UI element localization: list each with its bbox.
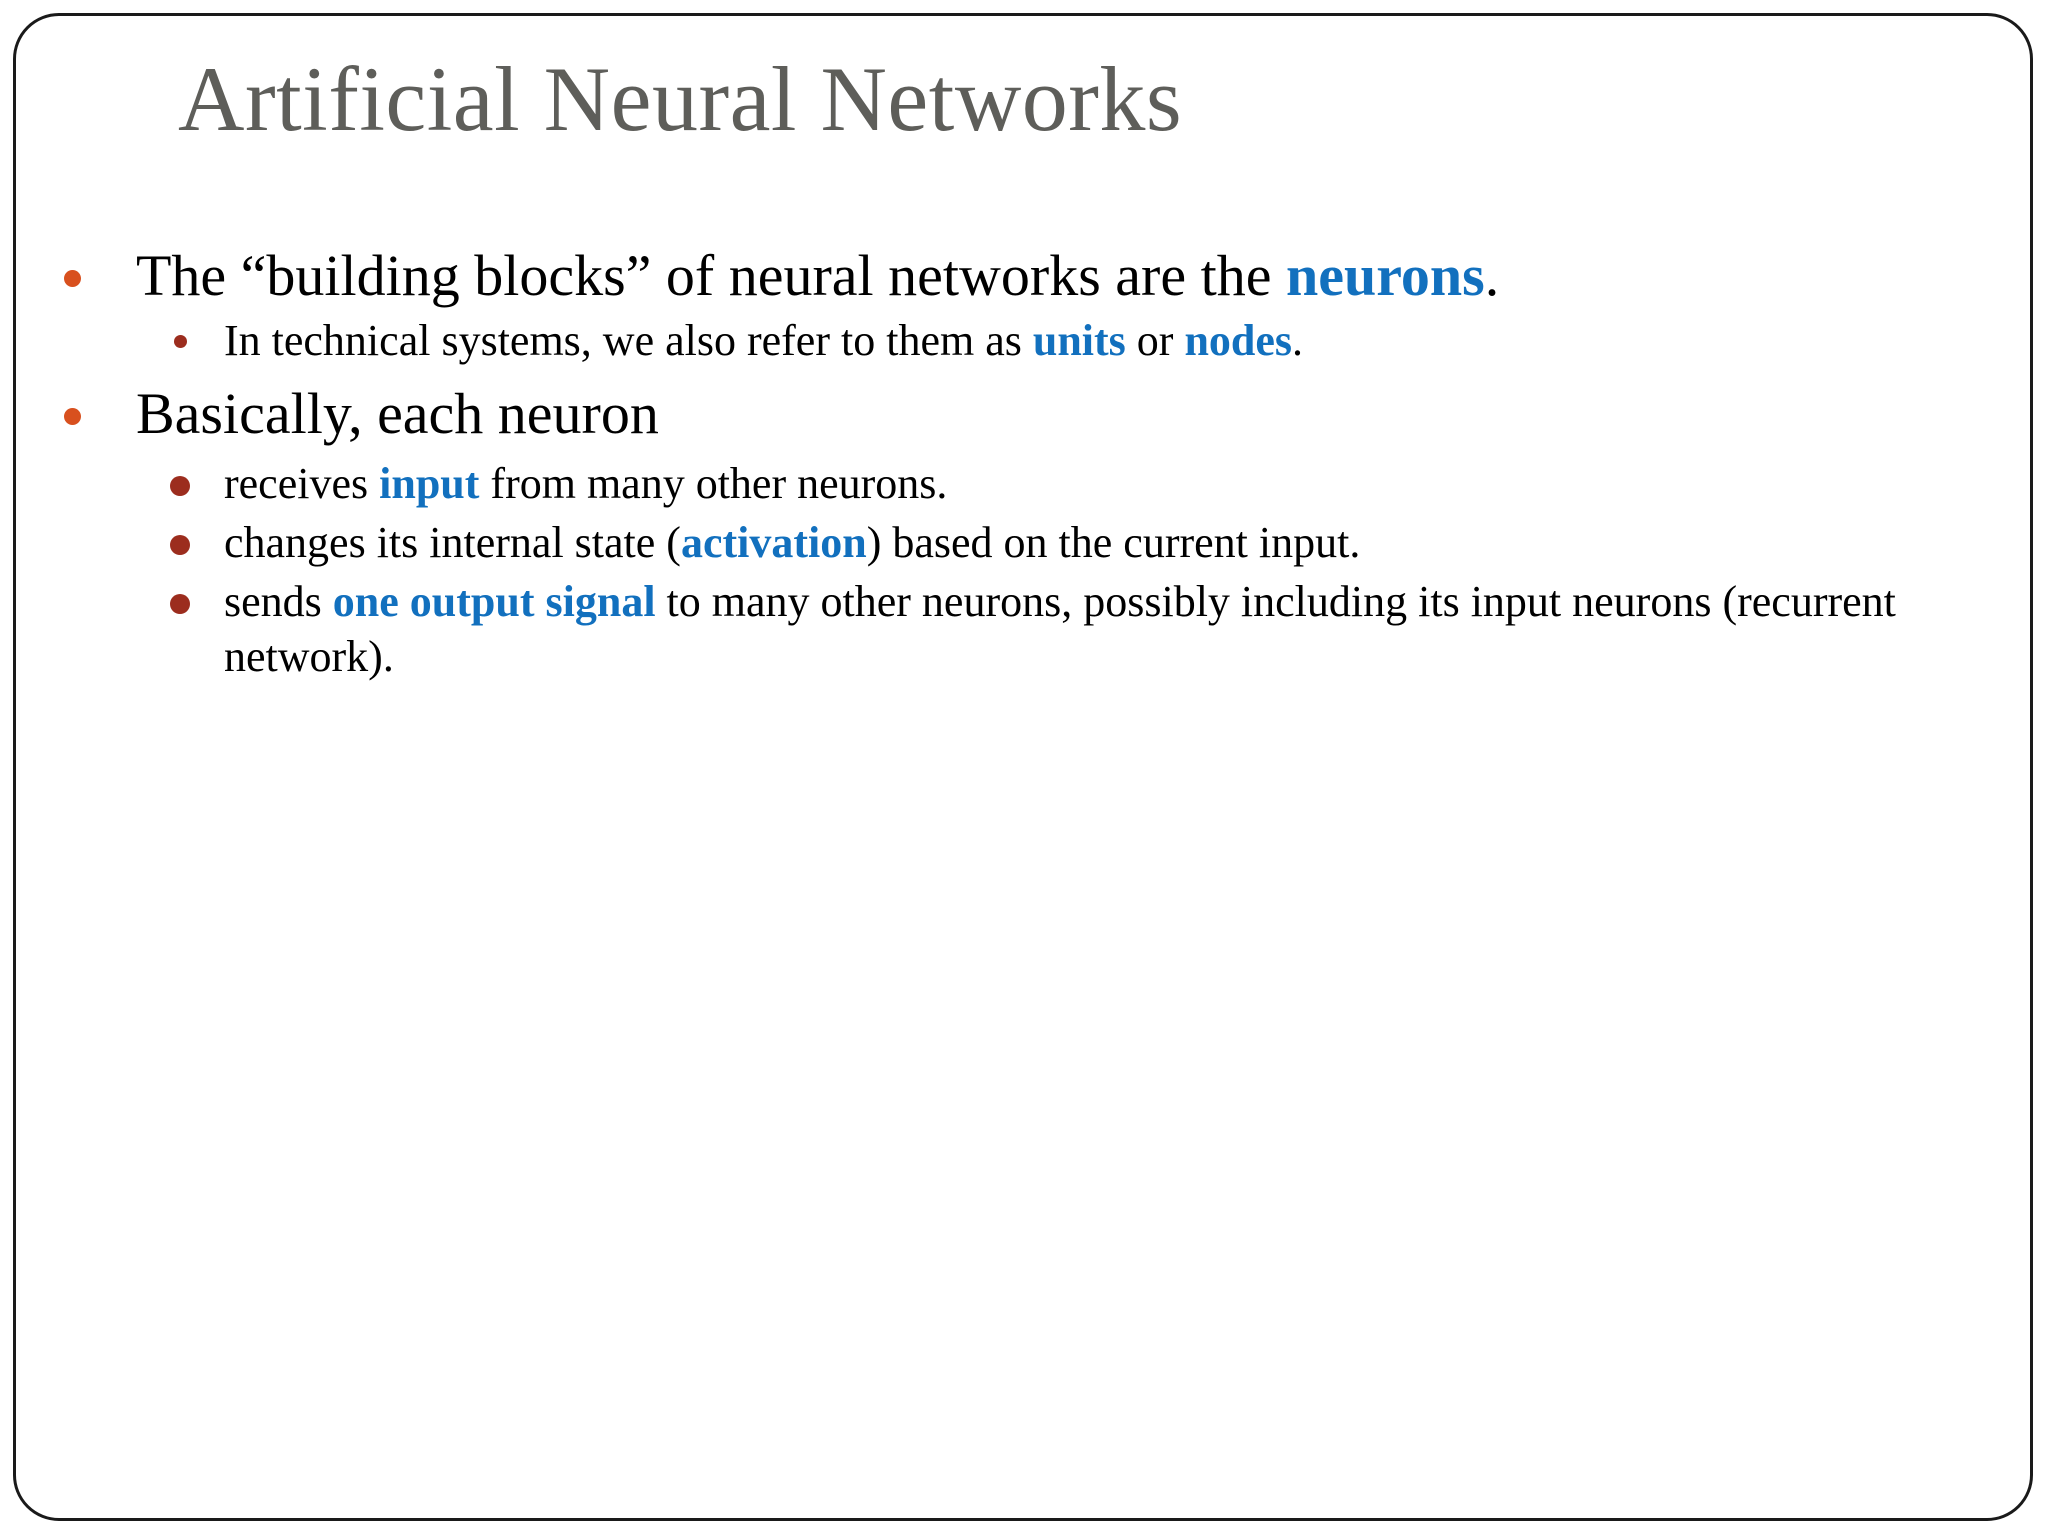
highlight-units: units [1032, 316, 1126, 366]
bullet-item-basically-each-neuron: Basically, each neuron [40, 378, 2000, 449]
sub-bullet-text-pre: In technical systems, we also refer to t… [224, 316, 1033, 366]
highlight-nodes: nodes [1184, 316, 1293, 366]
highlight-neurons: neurons [1285, 243, 1485, 308]
sub-bullet-text-post: from many other neurons. [479, 458, 948, 508]
sub-bullet-text-post: ) based on the current input. [866, 517, 1361, 567]
bullet-item-building-blocks: The “building blocks” of neural networks… [40, 240, 2000, 311]
sub-bullet-dot-icon [170, 593, 190, 614]
sub-bullet-text-mid: or [1125, 316, 1185, 366]
bullet-dot-icon [64, 270, 81, 287]
sub-bullet-text-pre: sends [224, 576, 333, 626]
sub-bullet-dot-icon [174, 335, 187, 349]
highlight-input: input [379, 458, 480, 508]
sub-bullet-item-sends-output: sends one output signal to many other ne… [40, 574, 2000, 684]
spacer [40, 368, 2000, 378]
page-title: Artificial Neural Networks [178, 48, 1183, 150]
sub-bullet-item-units-nodes: In technical systems, we also refer to t… [40, 313, 2000, 368]
sub-bullet-item-changes-state: changes its internal state (activation) … [40, 515, 2000, 570]
sub-bullet-dot-icon [170, 475, 190, 496]
bullet-text-pre: The “building blocks” of neural networks… [136, 243, 1286, 308]
sub-bullet-group: receives input from many other neurons. … [40, 456, 2000, 684]
sub-bullet-text-post: to many other neurons, possibly includin… [224, 576, 1896, 681]
bullet-text: Basically, each neuron [136, 381, 659, 447]
bullet-dot-icon [64, 408, 81, 426]
slide-body: The “building blocks” of neural networks… [40, 240, 2000, 688]
sub-bullet-item-receives-input: receives input from many other neurons. [40, 456, 2000, 511]
sub-bullet-text-pre: changes its internal state ( [224, 517, 681, 567]
highlight-one-output-signal: one output signal [332, 576, 656, 626]
sub-bullet-dot-icon [170, 534, 190, 555]
highlight-activation: activation [680, 517, 867, 567]
sub-bullet-text-post: . [1292, 316, 1304, 366]
bullet-text-post: . [1484, 243, 1500, 308]
sub-bullet-text-pre: receives [224, 458, 380, 508]
